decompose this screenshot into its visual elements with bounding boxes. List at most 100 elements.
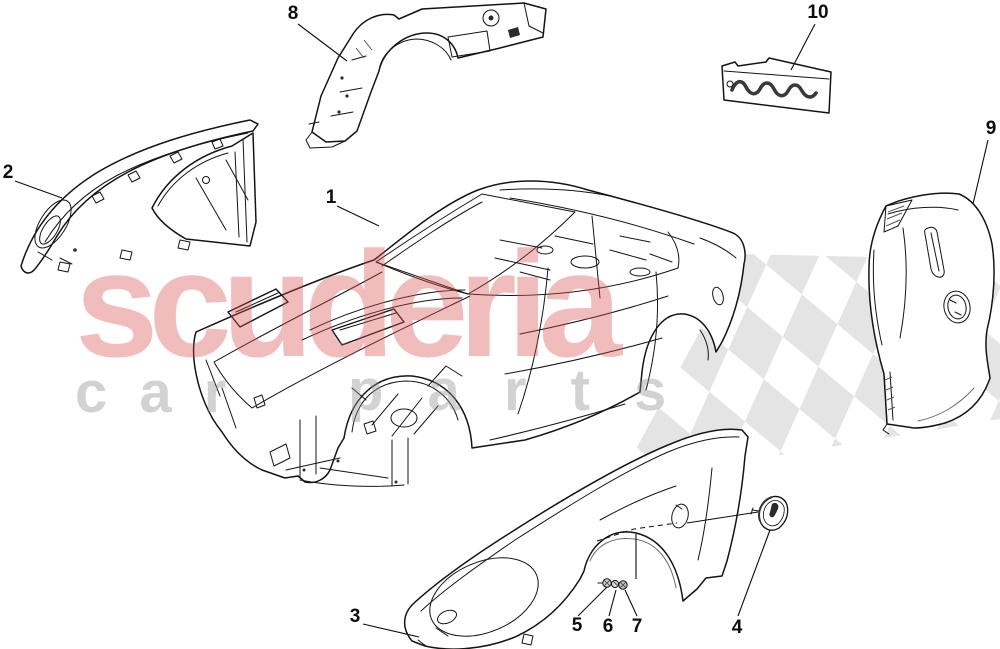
part-7-fastener [618,580,628,590]
part-10-deadening-panel-drawing-detail [730,79,818,99]
part-4-ferrari-badge-detail [769,502,779,518]
part-2-front-fender-drawing-detail [202,176,210,184]
part-2-front-fender-drawing-detail [44,132,249,243]
part-8-rear-inner-quarter-drawing-detail [447,30,491,58]
part-2-front-fender-drawing-detail [234,138,248,243]
callout-7: 7 [632,616,643,637]
part-1-bodyshell-drawing-detail [467,267,679,297]
part-5-fastener-detail [603,579,611,587]
part-3-front-fender-outer-drawing-detail [599,485,677,521]
part-1-bodyshell-drawing-detail [494,235,673,281]
part-1-bodyshell-drawing-detail [504,295,669,375]
part-8-rear-inner-quarter-drawing-detail [337,110,341,114]
part-8-rear-inner-quarter-drawing-detail [330,55,367,117]
part-1-bodyshell-drawing-detail [192,180,746,484]
part-8-rear-inner-quarter-drawing-detail [345,94,349,98]
part-1-bodyshell-drawing-detail [381,201,483,267]
callout-9: 9 [986,118,997,139]
callout-8: 8 [288,3,299,24]
part-1-bodyshell-drawing-detail [235,292,397,331]
callout-labels: 1 2 3 4 5 6 7 8 9 10 [3,2,997,638]
part-2-front-fender-drawing-detail [57,239,191,273]
part-1-bodyshell-drawing-detail [351,380,459,433]
part-8-rear-inner-quarter-drawing-detail [305,121,346,149]
part-9-rear-quarter-panel-drawing-detail [885,205,905,227]
part-4-ferrari-badge-detail [763,499,785,527]
leader-10 [790,23,816,71]
part-10-deadening-panel-drawing [721,57,832,114]
part-9-rear-quarter-panel-drawing-detail [872,249,890,435]
callout-2: 2 [3,162,14,183]
part-9-rear-quarter-panel-drawing-detail [883,371,894,425]
part-3-front-fender-outer-drawing-detail [420,436,740,612]
leader-lines [14,23,989,638]
leader-8 [297,23,348,62]
part-9-rear-quarter-panel-drawing-detail [868,192,995,429]
part-10-deadening-panel-drawing-detail [721,57,832,114]
part-9-rear-quarter-panel-drawing-detail [949,299,962,316]
part-1-bodyshell-drawing-detail [509,197,695,245]
callout-6: 6 [603,616,614,637]
badge-location-dashed-line [596,522,678,542]
part-1-bodyshell-drawing-detail [302,468,306,472]
part-2-front-fender-drawing [20,119,259,274]
part-9-rear-quarter-panel-drawing-detail [924,226,945,278]
callout-4: 4 [732,617,743,638]
badge-position-line [686,511,759,524]
part-2-front-fender-drawing-detail [195,159,249,231]
part-3-front-fender-outer-drawing-detail [435,627,449,637]
part-9-rear-quarter-panel-drawing-detail [883,199,913,233]
part-1-bodyshell-drawing-detail [570,255,600,269]
part-7-fastener-detail [619,581,627,589]
part-5-fastener [602,578,612,588]
part-1-bodyshell-drawing-detail [375,261,469,295]
part-8-rear-inner-quarter-drawing-detail [378,38,452,72]
part-2-front-fender-drawing-detail [39,215,61,245]
fasteners-5-6-7 [597,578,628,590]
part-6-fastener [610,579,620,589]
part-6-fastener-detail [612,580,619,587]
leader-4 [737,529,771,617]
part-1-bodyshell-drawing-detail [536,245,554,255]
part-4-ferrari-badge-detail [758,496,773,522]
leader-9 [972,139,989,205]
part-9-rear-quarter-panel-drawing [868,192,995,435]
watermark-brand-text: scuderia [75,220,624,388]
part-8-rear-inner-quarter-drawing-detail [355,39,373,59]
callout-1: 1 [326,187,337,208]
part-2-front-fender-drawing-detail [151,132,257,247]
part-8-rear-inner-quarter-drawing [305,2,547,149]
part-2-front-fender-drawing-detail [37,251,73,265]
leader-1 [336,205,380,227]
part-3-front-fender-outer-drawing-detail [437,609,457,625]
part-10-deadening-panel-drawing-detail [726,80,734,88]
watermark-sub-right: p a r t s [348,358,680,423]
part-4-ferrari-badge [750,495,789,531]
part-8-rear-inner-quarter-drawing-detail [340,76,344,80]
part-9-rear-quarter-panel-drawing-detail [884,376,896,411]
part-1-bodyshell-drawing-detail [629,267,651,277]
part-3-front-fender-outer-drawing-detail [417,633,534,647]
part-2-front-fender-drawing-detail [34,199,72,249]
part-8-rear-inner-quarter-drawing-detail [311,2,547,143]
part-1-bodyshell-drawing-detail [227,288,405,346]
part-1-bodyshell-drawing-detail [390,408,418,428]
part-3-front-fender-outer-drawing-detail [403,428,749,649]
part-6-fastener-detail [610,579,620,589]
part-3-front-fender-outer-drawing [403,428,749,649]
part-1-bodyshell-drawing-detail [336,459,340,463]
callout-10: 10 [807,2,828,23]
part-2-front-fender-drawing-detail [157,152,229,207]
part-10-deadening-panel-drawing-detail [723,70,830,80]
leader-7 [624,589,638,617]
watermark-sub-left: c a r [75,360,234,425]
part-3-front-fender-outer-drawing-detail [429,557,539,637]
part-9-rear-quarter-panel-drawing-detail [899,227,907,339]
part-9-rear-quarter-panel-drawing-detail [917,387,975,422]
part-1-bodyshell-drawing-detail [205,359,237,429]
part-9-rear-quarter-panel-drawing-detail [887,206,959,215]
part-8-rear-inner-quarter-drawing-detail [482,9,500,27]
part-1-bodyshell-drawing-detail [253,394,377,435]
